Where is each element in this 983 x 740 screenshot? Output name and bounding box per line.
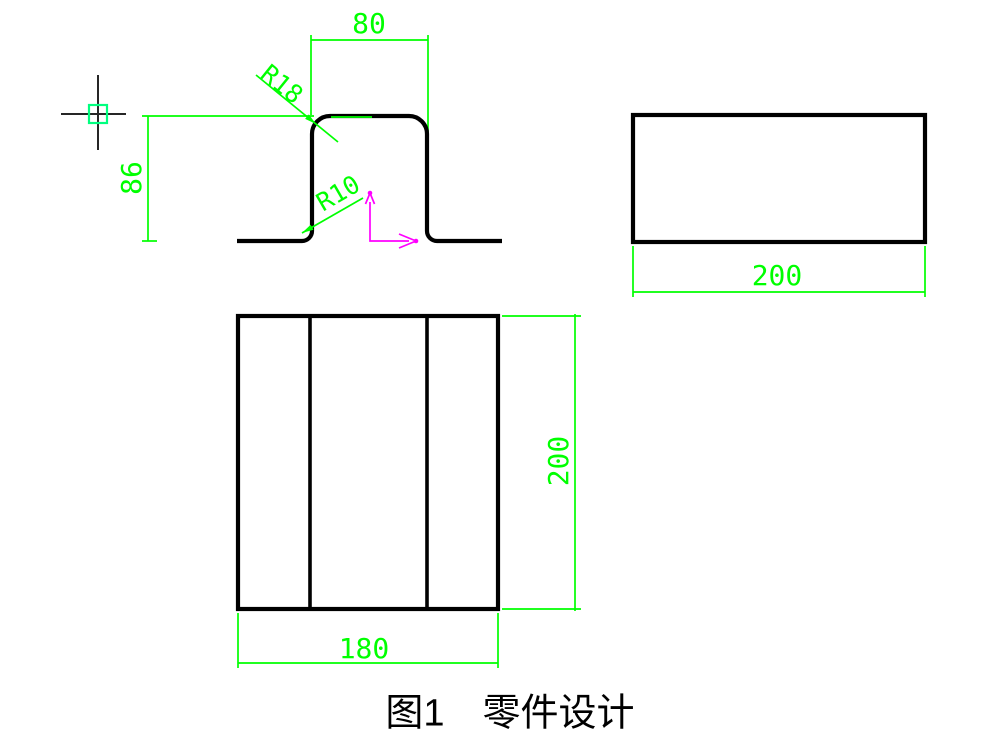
- leader-arrowhead: [302, 224, 314, 233]
- dim-plan-height: 200: [502, 314, 581, 611]
- dim-height: 86: [115, 115, 314, 242]
- pickbox-icon: [87, 103, 109, 125]
- leader-arrowhead: [305, 114, 316, 124]
- ucs-y-arrow-dot: [367, 190, 373, 196]
- dim-top-width: 80: [310, 7, 429, 146]
- figure-caption: 图1 零件设计: [385, 692, 634, 734]
- dim-label-200-side: 200: [752, 259, 803, 292]
- radius-leader-line: [301, 197, 364, 234]
- dim-label-180: 180: [339, 632, 390, 665]
- crosshair-cursor: [61, 75, 126, 150]
- dim-label-200-plan: 200: [542, 436, 575, 487]
- ucs-axis-icon: [364, 190, 419, 249]
- dim-side-width: 200: [632, 246, 926, 297]
- ucs-x-arrow-dot: [413, 238, 419, 244]
- front-view: 80 86 R18 R10: [115, 7, 502, 249]
- dim-label-80: 80: [352, 7, 386, 40]
- part-profile-outline: [237, 113, 502, 244]
- plan-view-outline: [235, 313, 501, 612]
- dim-label-86: 86: [115, 161, 148, 195]
- side-view-outline: [630, 112, 928, 245]
- dim-plan-width: 180: [237, 613, 499, 668]
- plan-view: 180 200: [235, 313, 581, 668]
- radius-leader-line: [255, 74, 339, 143]
- ucs-axis-shaft: [369, 202, 409, 242]
- side-view: 200: [630, 112, 928, 297]
